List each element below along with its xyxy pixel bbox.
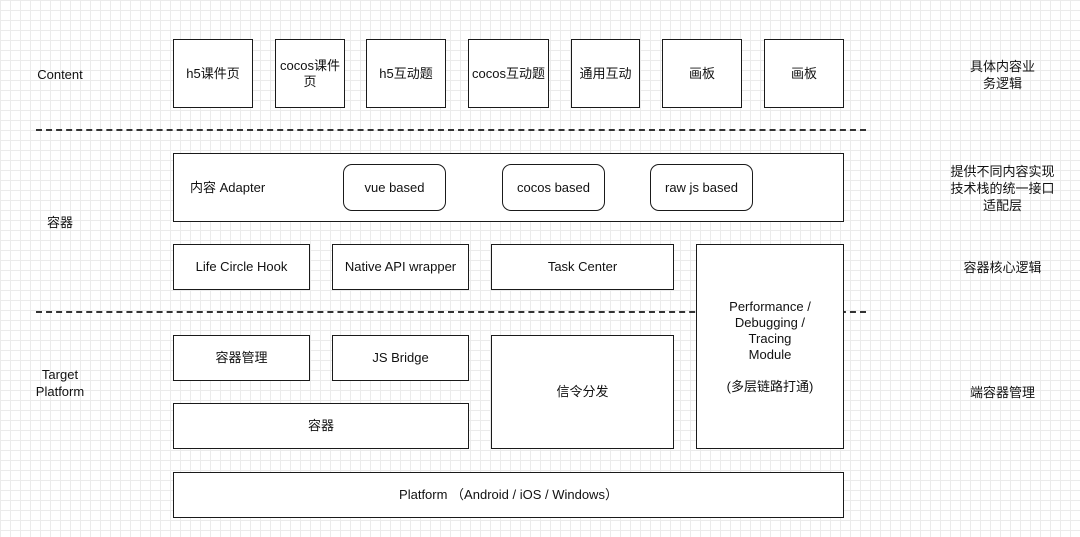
life-circle-hook-box: Life Circle Hook: [173, 244, 310, 290]
adapter-option-raw-js: raw js based: [650, 164, 753, 211]
platform-box: Platform （Android / iOS / Windows）: [173, 472, 844, 518]
right-label-core-desc: 容器核心逻辑: [963, 260, 1042, 275]
right-label-content-desc: 具体内容业 务逻辑: [969, 59, 1035, 91]
content-box-general-interaction: 通用互动: [571, 39, 640, 108]
separator-top: [36, 129, 866, 131]
content-box-cocos-courseware: cocos课件 页: [275, 39, 345, 108]
left-label-container: 容器: [46, 215, 73, 230]
js-bridge-box: JS Bridge: [332, 335, 469, 381]
native-api-wrapper-box: Native API wrapper: [332, 244, 469, 290]
container-box: 容器: [173, 403, 469, 449]
left-label-target-platform: Target Platform: [35, 367, 85, 399]
content-box-h5-quiz: h5互动题: [366, 39, 446, 108]
adapter-option-vue: vue based: [343, 164, 446, 211]
content-box-drawing-board-1: 画板: [662, 39, 742, 108]
container-management-box: 容器管理: [173, 335, 310, 381]
signal-dispatch-box: 信令分发: [491, 335, 674, 449]
content-box-h5-courseware: h5课件页: [173, 39, 253, 108]
content-box-cocos-quiz: cocos互动题: [468, 39, 549, 108]
separator-bottom: [36, 311, 866, 313]
adapter-option-cocos: cocos based: [502, 164, 605, 211]
adapter-title: 内容 Adapter: [190, 180, 266, 195]
task-center-box: Task Center: [491, 244, 674, 290]
right-label-platform-desc: 端容器管理: [969, 385, 1035, 400]
performance-debugging-tracing-module-box: Performance / Debugging / Tracing Module…: [696, 244, 844, 449]
content-box-drawing-board-2: 画板: [764, 39, 844, 108]
right-label-adapter-desc: 提供不同内容实现 技术栈的统一接口 适配层: [950, 164, 1055, 213]
left-label-content: Content: [37, 67, 83, 82]
